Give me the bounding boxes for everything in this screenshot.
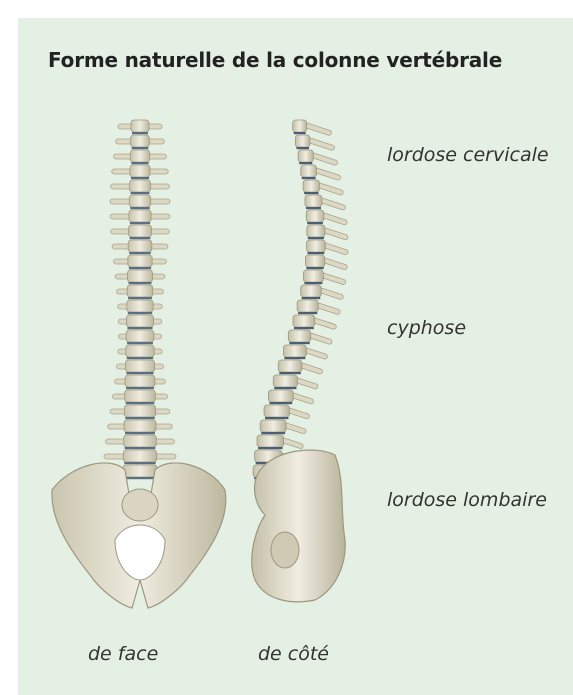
label-de-face: de face: [88, 643, 158, 665]
label-lordose-cervicale: lordose cervicale: [387, 144, 549, 166]
figure-title: Forme naturelle de la colonne vertébrale: [48, 48, 502, 72]
spine-side-view: [235, 110, 385, 620]
label-lordose-lombaire: lordose lombaire: [387, 489, 547, 511]
label-de-cote: de côté: [258, 643, 329, 665]
spine-front-view: [40, 110, 240, 620]
label-cyphose: cyphose: [387, 317, 466, 339]
